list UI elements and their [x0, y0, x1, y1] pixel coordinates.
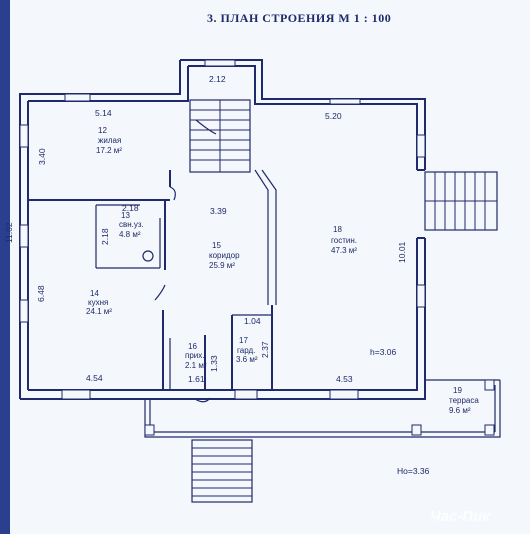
interior-walls — [28, 169, 277, 390]
dim-237: 2.37 — [260, 341, 270, 358]
terrace-posts — [144, 379, 495, 436]
dim-648: 6.48 — [36, 285, 46, 302]
dim-453: 4.53 — [336, 374, 353, 384]
dim-218-horizontal: 2.18 — [122, 203, 139, 213]
dim-514: 5.14 — [95, 108, 112, 118]
room-14-label: 14 кухня 24.1 м² — [86, 289, 112, 316]
svg-text:25.9 м²: 25.9 м² — [209, 261, 235, 270]
svg-text:коридор: коридор — [209, 251, 240, 260]
toilet-fixture — [142, 250, 154, 262]
plan-title: 3. ПЛАН СТРОЕНИЯ М 1 : 100 — [207, 11, 391, 25]
svg-text:15: 15 — [212, 241, 221, 250]
room-15-label: 15 коридор 25.9 м² — [209, 241, 240, 270]
main-staircase — [189, 99, 251, 173]
svg-text:9.6 м²: 9.6 м² — [449, 406, 471, 415]
dim-1102: 11.02 — [4, 222, 14, 243]
dim-520: 5.20 — [325, 111, 342, 121]
dim-340: 3.40 — [37, 148, 47, 165]
svg-text:жилая: жилая — [98, 136, 121, 145]
svg-text:16: 16 — [188, 342, 197, 351]
door-swing-bedroom — [169, 186, 176, 201]
base-height: Hо=3.36 — [397, 466, 430, 476]
svg-text:кухня: кухня — [88, 298, 108, 307]
dim-454: 4.54 — [86, 373, 103, 383]
svg-text:17: 17 — [239, 336, 248, 345]
svg-text:12: 12 — [98, 126, 107, 135]
svg-text:прих.: прих. — [185, 351, 204, 360]
side-staircase — [424, 171, 498, 231]
dim-339: 3.39 — [210, 206, 227, 216]
svg-text:13: 13 — [121, 211, 130, 220]
outer-walls — [19, 59, 426, 400]
entrance-staircase — [191, 439, 253, 503]
svg-text:терраса: терраса — [449, 396, 479, 405]
svg-text:47.3 м²: 47.3 м² — [331, 246, 357, 255]
svg-text:гостин.: гостин. — [331, 236, 357, 245]
svg-text:свн.уз.: свн.уз. — [119, 220, 144, 229]
dim-161: 1.61 — [188, 374, 205, 384]
dim-212: 2.12 — [209, 74, 226, 84]
dim-218-vertical: 2.18 — [100, 228, 110, 245]
watermark-logo: Час-Пик — [430, 508, 491, 525]
room-18-label: 18 гостин. 47.3 м² — [331, 225, 357, 255]
room-16-label: 16 прих. 2.1 м² — [185, 342, 207, 370]
terrace-platform — [144, 379, 501, 438]
ceiling-height: h=3.06 — [370, 347, 397, 357]
dim-104: 1.04 — [244, 316, 261, 326]
dimension-labels: 2.12 5.14 5.20 3.40 2.18 2.18 3.39 11.02… — [4, 74, 430, 476]
dim-1001: 10.01 — [397, 241, 407, 263]
page-edge — [0, 0, 10, 534]
dim-133: 1.33 — [209, 355, 219, 372]
svg-text:2.1 м²: 2.1 м² — [185, 361, 207, 370]
windows — [19, 59, 426, 400]
svg-text:17.2 м²: 17.2 м² — [96, 146, 122, 155]
svg-text:18: 18 — [333, 225, 342, 234]
door-swing-entrance — [194, 397, 211, 403]
svg-text:3.6 м²: 3.6 м² — [236, 355, 258, 364]
door-swing-kitchen — [154, 284, 166, 301]
svg-text:4.8 м²: 4.8 м² — [119, 230, 141, 239]
room-12-label: 12 жилая 17.2 м² — [96, 126, 122, 155]
svg-text:19: 19 — [453, 386, 462, 395]
room-17-label: 17 гард. 3.6 м² — [236, 336, 258, 364]
svg-text:24.1 м²: 24.1 м² — [86, 307, 112, 316]
svg-text:14: 14 — [90, 289, 99, 298]
svg-text:гард.: гард. — [237, 346, 255, 355]
room-13-label: 13 свн.уз. 4.8 м² — [119, 211, 144, 239]
room-19-label: 19 терраса 9.6 м² — [449, 386, 479, 415]
